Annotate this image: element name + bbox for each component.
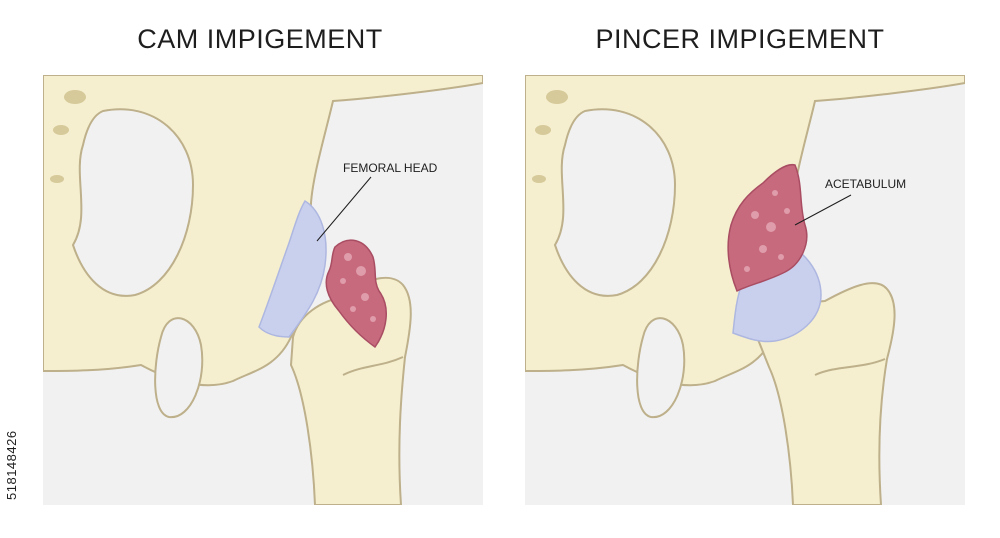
acetabulum-leader [794,194,852,226]
femur-neck-line [342,356,404,376]
lesion-dot [751,211,759,219]
lesion-dot [778,254,784,260]
lesion-dot [361,293,369,301]
side-id-text: 518148426 [4,430,19,500]
pelvis-hole [636,317,686,419]
lesion-dot [370,316,376,322]
femur-neck-line [814,358,886,376]
lesion-dot [356,266,366,276]
acetabulum-label: ACETABULUM [825,177,906,191]
bone-spot [64,90,86,104]
bone-spot [546,90,568,104]
bone-spot [535,125,551,135]
femur-bone [755,282,896,505]
lesion-dot [344,253,352,261]
pincer-illustration: ACETABULUM [525,75,965,505]
lesion-dot [759,245,767,253]
femoral-head-label: FEMORAL HEAD [343,161,438,175]
cartilage [258,199,327,338]
pelvis-notch [553,108,677,297]
cam-illustration: FEMORAL HEAD [43,75,483,505]
lesion-dot [744,266,750,272]
cam-title: CAM IMPIGEMENT [137,24,383,54]
lesion-dot [340,278,346,284]
bone-spot [53,125,69,135]
lesion-dot [772,190,778,196]
lesion-dot [784,208,790,214]
lesion-dot [350,306,356,312]
lesion-dot [766,222,776,232]
bone-spot [50,175,64,183]
bone-spot [532,175,546,183]
pincer-title: PINCER IMPIGEMENT [595,24,885,54]
pelvis-hole [154,317,204,419]
femoral-head-leader [316,176,372,242]
pelvis-notch [71,108,195,297]
